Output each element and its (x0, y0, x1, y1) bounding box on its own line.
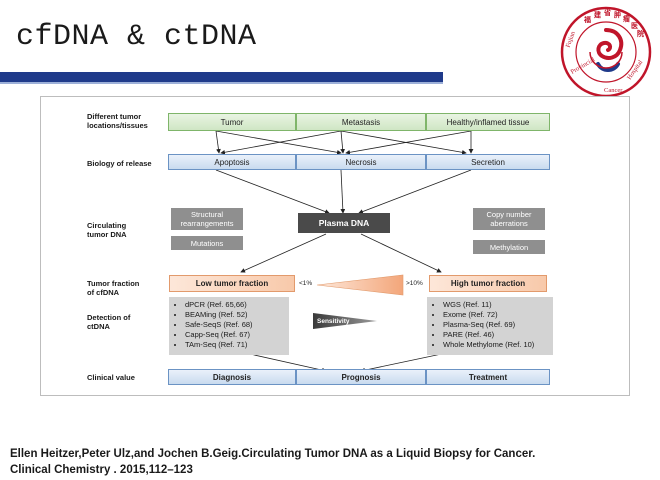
release-apoptosis: Apoptosis (168, 154, 296, 170)
row-label-detection: Detection of ctDNA (87, 313, 131, 331)
list-item: Exome (Ref. 72) (443, 310, 547, 320)
release-secretion: Secretion (426, 154, 550, 170)
row-label-release: Biology of release (87, 159, 152, 168)
svg-text:建: 建 (594, 10, 602, 19)
release-necrosis: Necrosis (296, 154, 426, 170)
citation-line-2: Clinical Chemistry . 2015,112–123 (10, 464, 193, 476)
low-percent-label: <1% (299, 280, 313, 287)
plasma-dna-box: Plasma DNA (298, 213, 390, 233)
low-tumor-fraction-box: Low tumor fraction (169, 275, 295, 292)
slide-title: cfDNA & ctDNA (16, 20, 257, 54)
svg-text:肿: 肿 (613, 10, 621, 19)
clinical-prognosis: Prognosis (296, 369, 426, 385)
title-underline-bar (0, 72, 443, 82)
citation-caption: Ellen Heitzer,Peter Ulz,and Jochen B.Gei… (10, 446, 650, 478)
feature-mutations: Mutations (171, 236, 243, 250)
diagram-figure: Different tumor locations/tissues Biolog… (40, 96, 630, 396)
sensitivity-label: Sensitivity (317, 318, 350, 325)
clinical-treatment: Treatment (426, 369, 550, 385)
svg-text:省: 省 (603, 8, 611, 17)
list-item: BEAMing (Ref. 52) (185, 310, 283, 320)
list-item: Whole Methylome (Ref. 10) (443, 340, 547, 350)
list-item: TAm-Seq (Ref. 71) (185, 340, 283, 350)
svg-text:福: 福 (583, 15, 591, 24)
row-label-locations: Different tumor locations/tissues (87, 112, 148, 130)
row-label-fraction: Tumor fraction of cfDNA (87, 279, 140, 297)
list-item: Plasma-Seq (Ref. 69) (443, 320, 547, 330)
list-item: WGS (Ref. 11) (443, 300, 547, 310)
high-tumor-fraction-box: High tumor fraction (429, 275, 547, 292)
high-percent-label: >10% (406, 280, 423, 287)
clinical-diagnosis: Diagnosis (168, 369, 296, 385)
row-label-circulating: Circulating tumor DNA (87, 221, 127, 239)
diagram-arrows (215, 130, 474, 373)
title-underline-thin (0, 82, 443, 84)
location-healthy-tissue: Healthy/inflamed tissue (426, 113, 550, 131)
location-tumor: Tumor (168, 113, 296, 131)
svg-text:Cancer: Cancer (604, 87, 623, 94)
low-fraction-methods-list: dPCR (Ref. 65,66) BEAMing (Ref. 52) Safe… (169, 297, 289, 355)
location-metastasis: Metastasis (296, 113, 426, 131)
feature-copy-number-aberrations: Copy number aberrations (473, 208, 545, 230)
svg-text:医: 医 (631, 22, 638, 30)
list-item: dPCR (Ref. 65,66) (185, 300, 283, 310)
high-fraction-methods-list: WGS (Ref. 11) Exome (Ref. 72) Plasma-Seq… (427, 297, 553, 355)
row-label-clinical: Clinical value (87, 373, 135, 382)
feature-structural-rearrangements: Structural rearrangements (171, 208, 243, 230)
svg-text:院: 院 (637, 29, 644, 38)
list-item: Safe-SeqS (Ref. 68) (185, 320, 283, 330)
svg-text:瘤: 瘤 (623, 14, 630, 23)
list-item: Capp-Seq (Ref. 67) (185, 330, 283, 340)
list-item: PARE (Ref. 46) (443, 330, 547, 340)
feature-methylation: Methylation (473, 240, 545, 254)
hospital-logo: 福建省肿瘤医院 Fujian Provincial Cancer Hospita… (560, 6, 652, 98)
citation-line-1: Ellen Heitzer,Peter Ulz,and Jochen B.Gei… (10, 448, 536, 460)
